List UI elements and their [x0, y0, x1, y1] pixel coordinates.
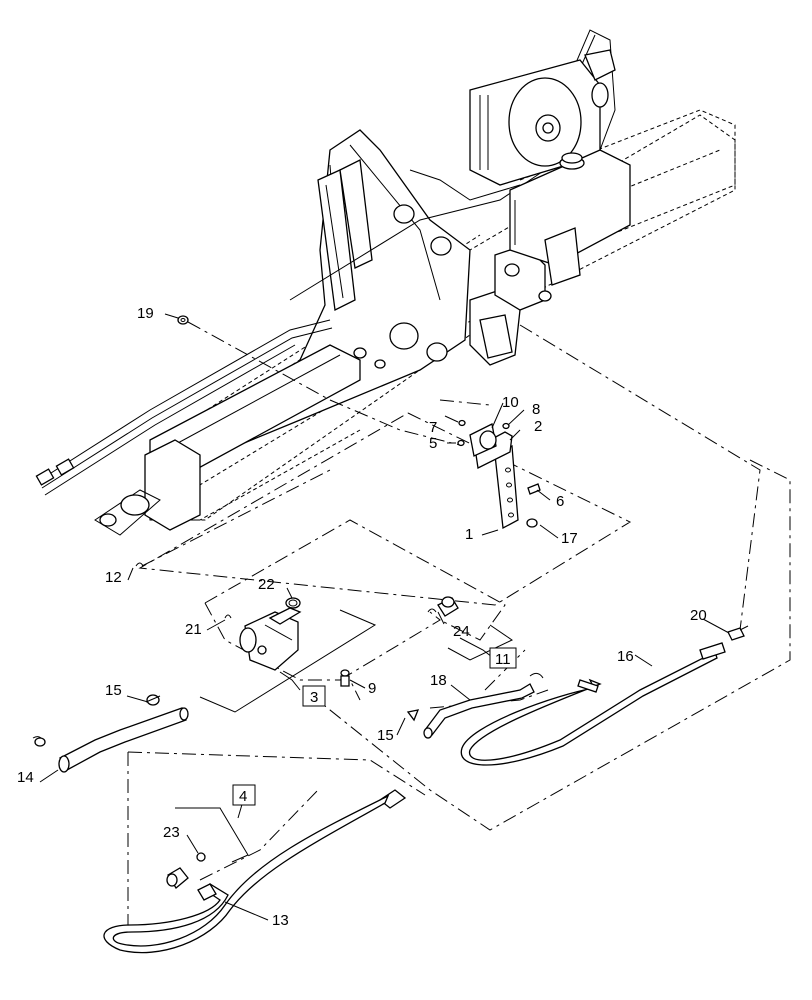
callout-18: 18 — [430, 672, 447, 689]
callout-19: 19 — [137, 305, 154, 322]
callout-21: 21 — [185, 621, 202, 638]
part-21-key — [224, 614, 232, 619]
part-14-tube — [32, 707, 189, 773]
callout-12: 12 — [105, 569, 122, 586]
part-18-tube — [423, 672, 544, 739]
callout-11: 11 — [495, 651, 511, 668]
callout-8: 8 — [532, 401, 540, 418]
bracket-assembly — [457, 419, 541, 530]
callout-2: 2 — [534, 418, 542, 435]
part-8-nut — [502, 422, 510, 430]
part-16-hose — [460, 642, 726, 766]
part-24-elbow — [427, 596, 459, 617]
callout-leaders — [39, 313, 730, 921]
boxed-callout-3: 3 — [302, 685, 326, 707]
boxed-callout-4: 4 — [232, 784, 256, 806]
boxed-callout-11: 11 — [489, 647, 517, 669]
callout-5: 5 — [429, 435, 437, 452]
part-22-oring — [285, 597, 301, 609]
part-15-clamp-right — [406, 709, 420, 722]
part-7-nut — [458, 419, 466, 427]
oil-cooler-assembly — [469, 49, 631, 359]
callout-15: 15 — [105, 682, 122, 699]
part-3-pump — [239, 607, 302, 671]
part-12-fitting — [135, 562, 144, 567]
callout-labels: 19 7 5 10 8 2 6 1 17 12 22 21 24 9 20 16… — [17, 305, 707, 929]
callout-4: 4 — [239, 788, 247, 805]
callout-7: 7 — [429, 419, 437, 436]
callout-3: 3 — [310, 689, 318, 706]
part-23-oring — [196, 852, 206, 862]
callout-23: 23 — [163, 824, 180, 841]
part-23-elbow — [166, 867, 189, 889]
callout-1: 1 — [465, 526, 473, 543]
part-13-hose — [103, 789, 407, 954]
callout-14: 14 — [17, 769, 34, 786]
part-19-nut — [177, 315, 189, 325]
part-15-clamp-left — [145, 694, 161, 706]
part-20-fitting — [727, 625, 749, 641]
callout-9: 9 — [368, 680, 376, 697]
part-5-washer — [457, 439, 465, 447]
part-6-bolt — [527, 483, 541, 495]
callout-16: 16 — [617, 648, 634, 665]
callout-10: 10 — [502, 394, 519, 411]
callout-24: 24 — [453, 623, 470, 640]
callout-15: 15 — [377, 727, 394, 744]
frame-assembly — [35, 29, 736, 536]
callout-22: 22 — [258, 576, 275, 593]
callout-20: 20 — [690, 607, 707, 624]
callout-6: 6 — [556, 493, 564, 510]
part-2-plate — [474, 431, 513, 469]
callout-13: 13 — [272, 912, 289, 929]
part-9-bolt — [340, 669, 350, 687]
part-17-bolt — [526, 518, 538, 528]
callout-17: 17 — [561, 530, 578, 547]
